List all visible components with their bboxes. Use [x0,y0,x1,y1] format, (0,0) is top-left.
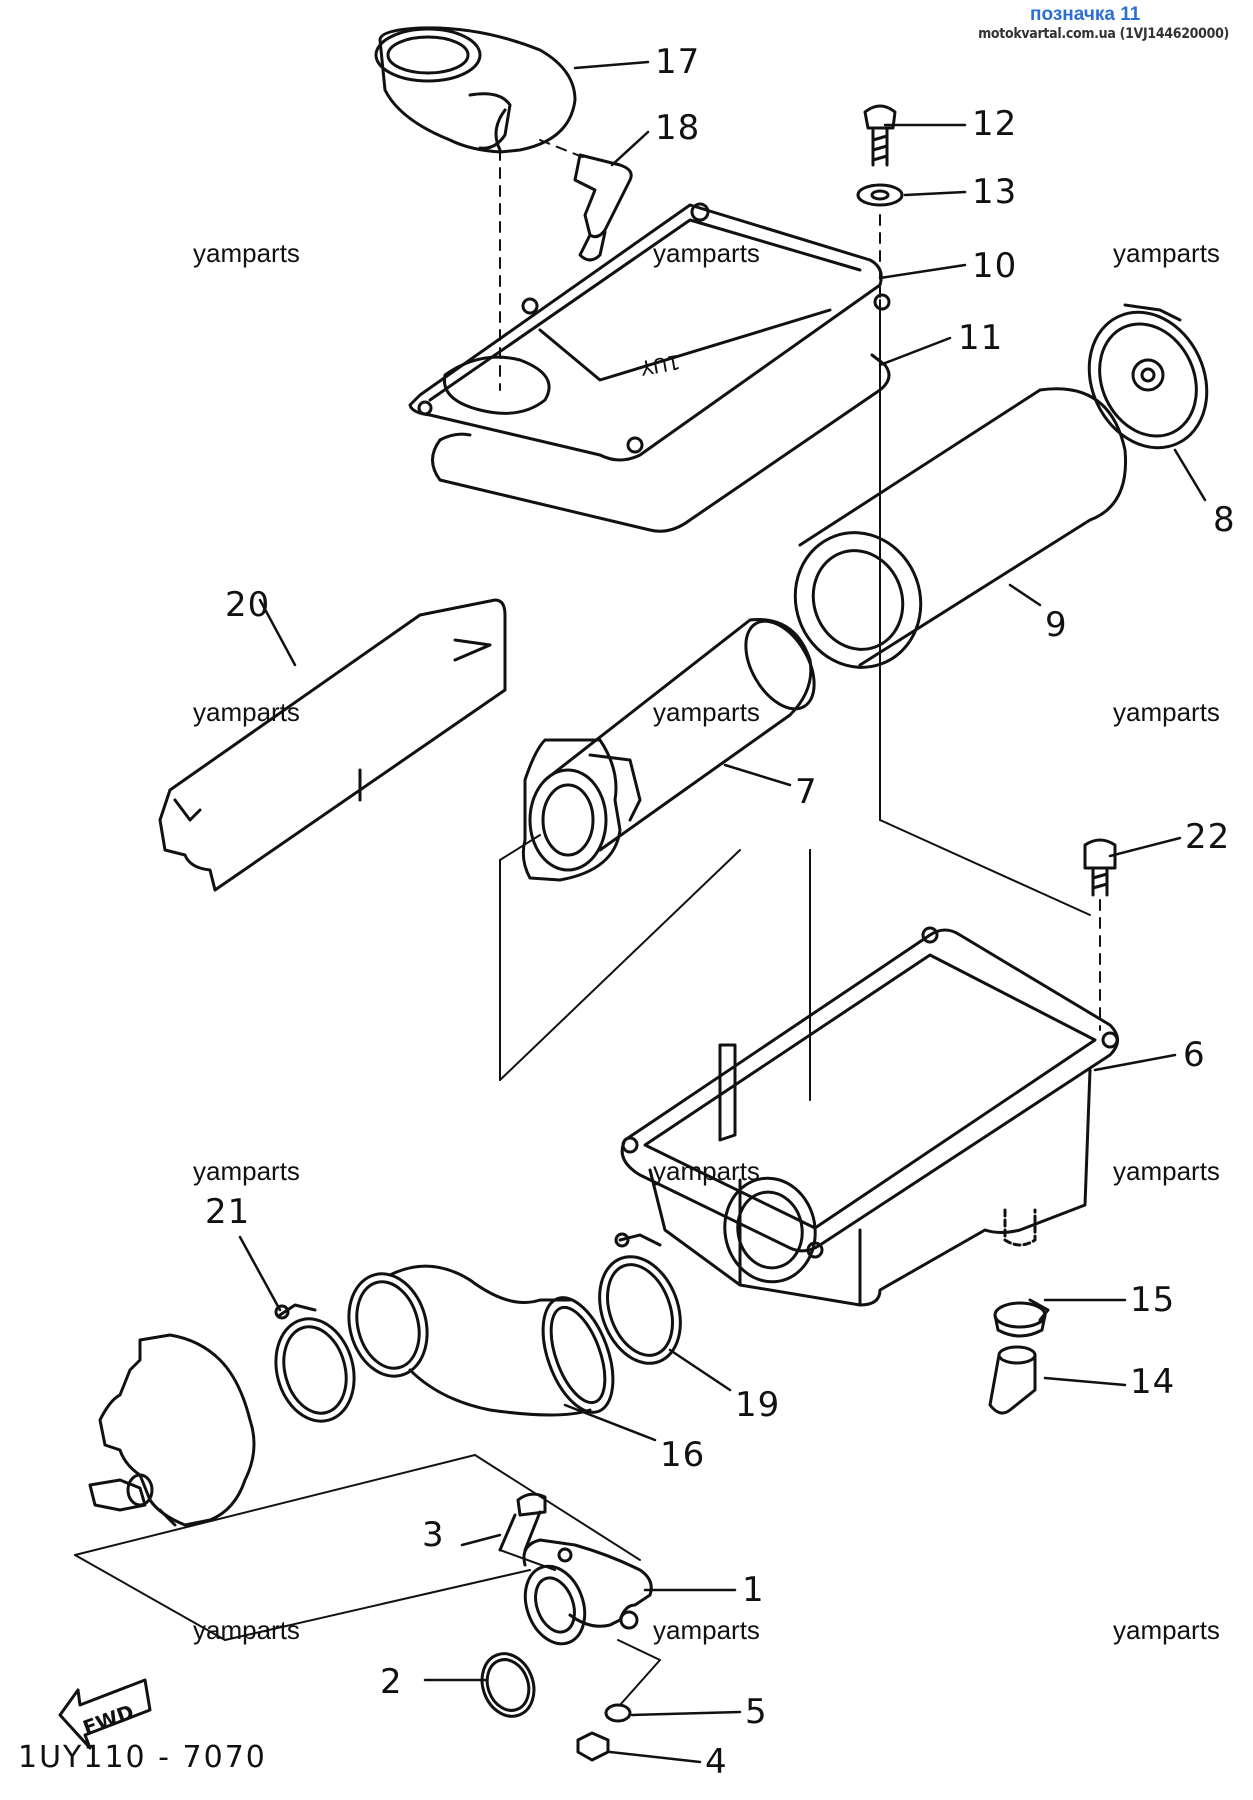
callout-2: 2 [380,1662,403,1702]
callout-8: 8 [1213,500,1236,540]
watermark: yamparts [193,697,300,727]
callout-1: 1 [742,1570,765,1610]
fwd-arrow-icon [58,1678,152,1750]
callout-10: 10 [972,246,1018,286]
watermark: yamparts [193,1156,300,1186]
callout-19: 19 [735,1385,781,1425]
part-20-plate [158,598,507,892]
callout-6: 6 [1183,1035,1206,1075]
page-title: позначка 11 [1030,4,1141,25]
part-17-intake-cap [374,26,577,154]
source-label: motokvartal.com.ua (1VJ144620000) [978,26,1229,42]
callout-18: 18 [655,108,701,148]
callout-9: 9 [1045,605,1068,645]
callout-20: 20 [225,585,271,625]
part-7-guide [521,618,816,882]
watermark: yamparts [1113,1615,1220,1645]
part-16-joint [347,1264,615,1417]
part-11-gasket [431,353,891,533]
carburetor-outline [88,1333,256,1527]
watermark: yamparts [1113,238,1220,268]
part-8-end-cap [1087,303,1209,450]
callout-13: 13 [972,172,1018,212]
callout-16: 16 [660,1435,706,1475]
part-21-clamp [274,1303,356,1423]
callout-22: 22 [1185,817,1231,857]
part-2-o-ring [480,1652,536,1718]
callout-5: 5 [745,1692,768,1732]
part-19-clamp [598,1232,682,1365]
part-1-manifold [522,1538,653,1646]
fwd-label: FWD [80,1700,137,1740]
callout-21: 21 [205,1192,251,1232]
watermark: yamparts [193,1615,300,1645]
part-5-washer [604,1703,632,1723]
callout-leaders [238,60,1207,1764]
watermark: yamparts [653,697,760,727]
callout-11: 11 [958,318,1004,358]
callout-7: 7 [795,772,818,812]
part-14-drain [988,1345,1037,1415]
part-10-cover [408,202,891,462]
watermark: yamparts [653,1615,760,1645]
callout-3: 3 [422,1515,445,1555]
watermark: yamparts [653,1156,760,1186]
cover-mark: 1UY [638,350,682,381]
callout-17: 17 [655,42,701,82]
callout-15: 15 [1130,1280,1176,1320]
part-12-screw [863,104,897,167]
watermark: yamparts [653,238,760,268]
part-13-washer [856,183,904,207]
part-15-clamp [993,1298,1050,1338]
watermark: yamparts [1113,1156,1220,1186]
part-18-elbow [573,153,633,262]
watermark: yamparts [193,238,300,268]
watermark: yamparts [1113,697,1220,727]
part-6-airbox [620,926,1119,1307]
part-9-filter [793,387,1128,669]
callout-12: 12 [972,104,1018,144]
callout-4: 4 [705,1742,728,1782]
callout-14: 14 [1130,1362,1176,1402]
part-4-nut [576,1731,610,1762]
diagram-code: 1UY110 - 7070 [18,1740,267,1775]
part-22-bolt [1083,838,1117,897]
